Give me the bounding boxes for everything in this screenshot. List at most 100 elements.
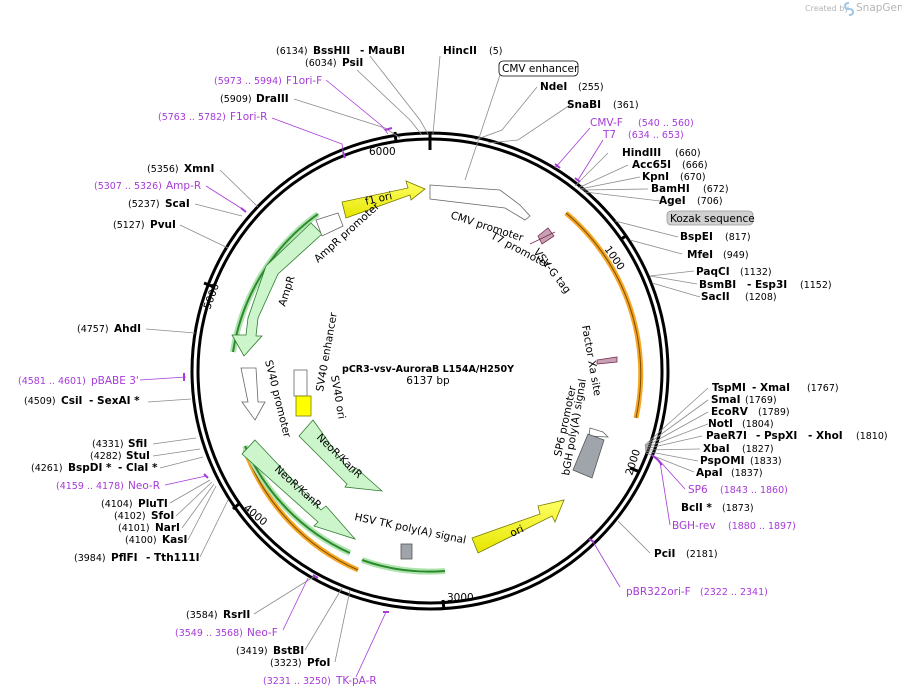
site-kpni-name: KpnI [642,171,669,183]
primer-tk-pa-r-name: TK-pA-R [335,675,377,687]
site-scai-pos: (5237) [128,199,160,210]
created-by-credit: Created by SnapGene [805,2,902,16]
site-nari-pos: (4101) [118,523,150,534]
primer-neo-f-name: Neo-F [247,627,278,639]
feature-cmv-promoter: CMV promoter T7 promoter [429,184,552,272]
feature-ampr-label: AmpR [276,274,297,308]
feature-sv40-promoter-label: SV40 promoter [262,359,293,439]
site-smai-pos: (1769) [745,395,777,406]
feature-hsv-tk: HSV TK poly(A) signal [353,511,467,560]
site-sfoi-name: SfoI [151,510,174,522]
site-bsshii: (6134) BssHII - MauBI [276,45,405,57]
cmv-enhancer-label: CMV enhancer [502,63,579,75]
site-psii: (6034) PsiI [305,57,363,69]
site-stui: (4282) StuI [90,450,150,462]
site-sacii-pos: (1208) [745,292,777,303]
site-agei-pos: (706) [697,196,723,207]
site-ecorv-pos: (1789) [758,407,790,418]
primer-f1ori-r-name: F1ori-R [230,111,267,123]
site-draiii-pos: (5909) [220,94,252,105]
site-bamhi: BamHI (672) [651,183,729,195]
site-pspxi-name: - PspXI [756,430,797,442]
feature-sv40-enhancer: SV40 enhancer SV40 ori [293,311,348,420]
primer-sp6: SP6 (1843 .. 1860) [688,484,788,496]
primer-amp-r-name: Amp-R [166,180,201,192]
site-sfii-name: SfiI [128,438,147,450]
site-hindiii-pos: (660) [675,148,701,159]
site-draiii: (5909) DraIII [220,93,289,105]
site-snabi: SnaBI (361) [567,99,639,111]
site-bspei-name: BspEI [680,231,713,243]
primer-f1ori-r-pos: (5763 .. 5782) [158,112,226,123]
snapgene-s-icon [843,2,855,16]
site-kpni: KpnI (670) [642,171,706,183]
primer-amp-r-pos: (5307 .. 5326) [94,181,162,192]
primer-pbabe3-name: pBABE 3' [91,375,139,387]
site-acc65i: Acc65I (666) [632,159,708,171]
primer-pbr322ori-f-name: pBR322ori-F [626,586,691,598]
site-csii: (4509) CsiI - SexAI * [24,395,140,407]
primer-pbr322ori-f: pBR322ori-F (2322 .. 2341) [626,586,768,598]
primer-bgh-rev: BGH-rev (1880 .. 1897) [672,520,796,532]
site-xmni-pos: (5356) [147,164,179,175]
primer-amp-r: (5307 .. 5326) Amp-R [94,180,201,192]
feature-hsv-tk-label: HSV TK poly(A) signal [353,511,467,546]
site-clai-name: - ClaI * [118,462,158,474]
site-xmni: (5356) XmnI [147,163,214,175]
tick-5000: 5000 [202,282,222,311]
site-psii-name: PsiI [342,57,363,69]
site-hincii-pos: (5) [489,46,502,57]
site-pflfi-pos: (3984) [74,553,106,564]
plasmid-name: pCR3-vsv-AuroraB L154A/H250Y [342,364,514,375]
site-ndei-name: NdeI [540,81,567,93]
primer-cmv-f: CMV-F (540 .. 560) [590,117,694,129]
site-pspomi: PspOMI (1833) [700,455,782,467]
site-kpni-pos: (670) [680,172,706,183]
feature-ori: ori [471,499,565,554]
primer-pbabe3-pos: (4581 .. 4601) [18,376,86,387]
primer-f1ori-f-pos: (5973 .. 5994) [214,76,282,87]
site-bsmbi: BsmBI - Esp3I (1152) [699,279,832,291]
plasmid-length: 6137 bp [406,375,450,387]
site-bsshii-name: BssHII [313,45,350,57]
site-paqci-pos: (1132) [740,267,772,278]
site-mfei-name: MfeI [687,249,713,261]
site-xmni-name: XmnI [184,163,214,175]
primer-pbr322ori-f-pos: (2322 .. 2341) [700,587,768,598]
site-smai: SmaI (1769) [711,394,777,406]
ticks [203,131,641,611]
site-sfoi-pos: (4102) [114,511,146,522]
site-sfoi: (4102) SfoI [114,510,174,522]
site-bstbi: (3419) BstBI [236,645,304,657]
site-ahdi-name: AhdI [114,323,141,335]
site-rsrii-name: RsrII [223,609,250,621]
feature-sv40-promoter: SV40 promoter [240,359,293,439]
backbone [190,131,670,611]
site-mfei-pos: (949) [723,250,749,261]
primer-neo-r-pos: (4159 .. 4178) [56,481,124,492]
primer-neo-r: (4159 .. 4178) Neo-R [56,480,160,492]
site-ecorv-name: EcoRV [711,406,749,418]
site-pluti: (4104) PluTI [101,498,168,510]
primer-neo-r-name: Neo-R [128,480,160,492]
site-bspdi: (4261) BspDI * - ClaI * [31,462,158,474]
site-snabi-name: SnaBI [567,99,601,111]
site-nari-name: NarI [155,522,180,534]
primer-f1ori-f: (5973 .. 5994) F1ori-F [214,75,322,87]
primer-cmv-f-name: CMV-F [590,117,623,129]
site-bstbi-pos: (3419) [236,646,268,657]
site-apai-pos: (1837) [731,468,763,479]
primer-sp6-pos: (1843 .. 1860) [720,485,788,496]
site-rsrii: (3584) RsrII [186,609,250,621]
tick-6000: 6000 [369,146,396,158]
site-bspei-pos: (817) [725,232,751,243]
site-bamhi-name: BamHI [651,183,690,195]
site-acc65i-name: Acc65I [632,159,671,171]
feature-neor-inner: NeoR/KanR [298,419,384,492]
primer-neo-f: (3549 .. 3568) Neo-F [175,627,278,639]
site-bamhi-pos: (672) [703,184,729,195]
site-bcli: BclI * (1873) [681,502,754,514]
feature-ori-label: ori [508,523,525,540]
site-leader-lines [145,55,709,663]
site-pcii-name: PciI [654,548,675,560]
